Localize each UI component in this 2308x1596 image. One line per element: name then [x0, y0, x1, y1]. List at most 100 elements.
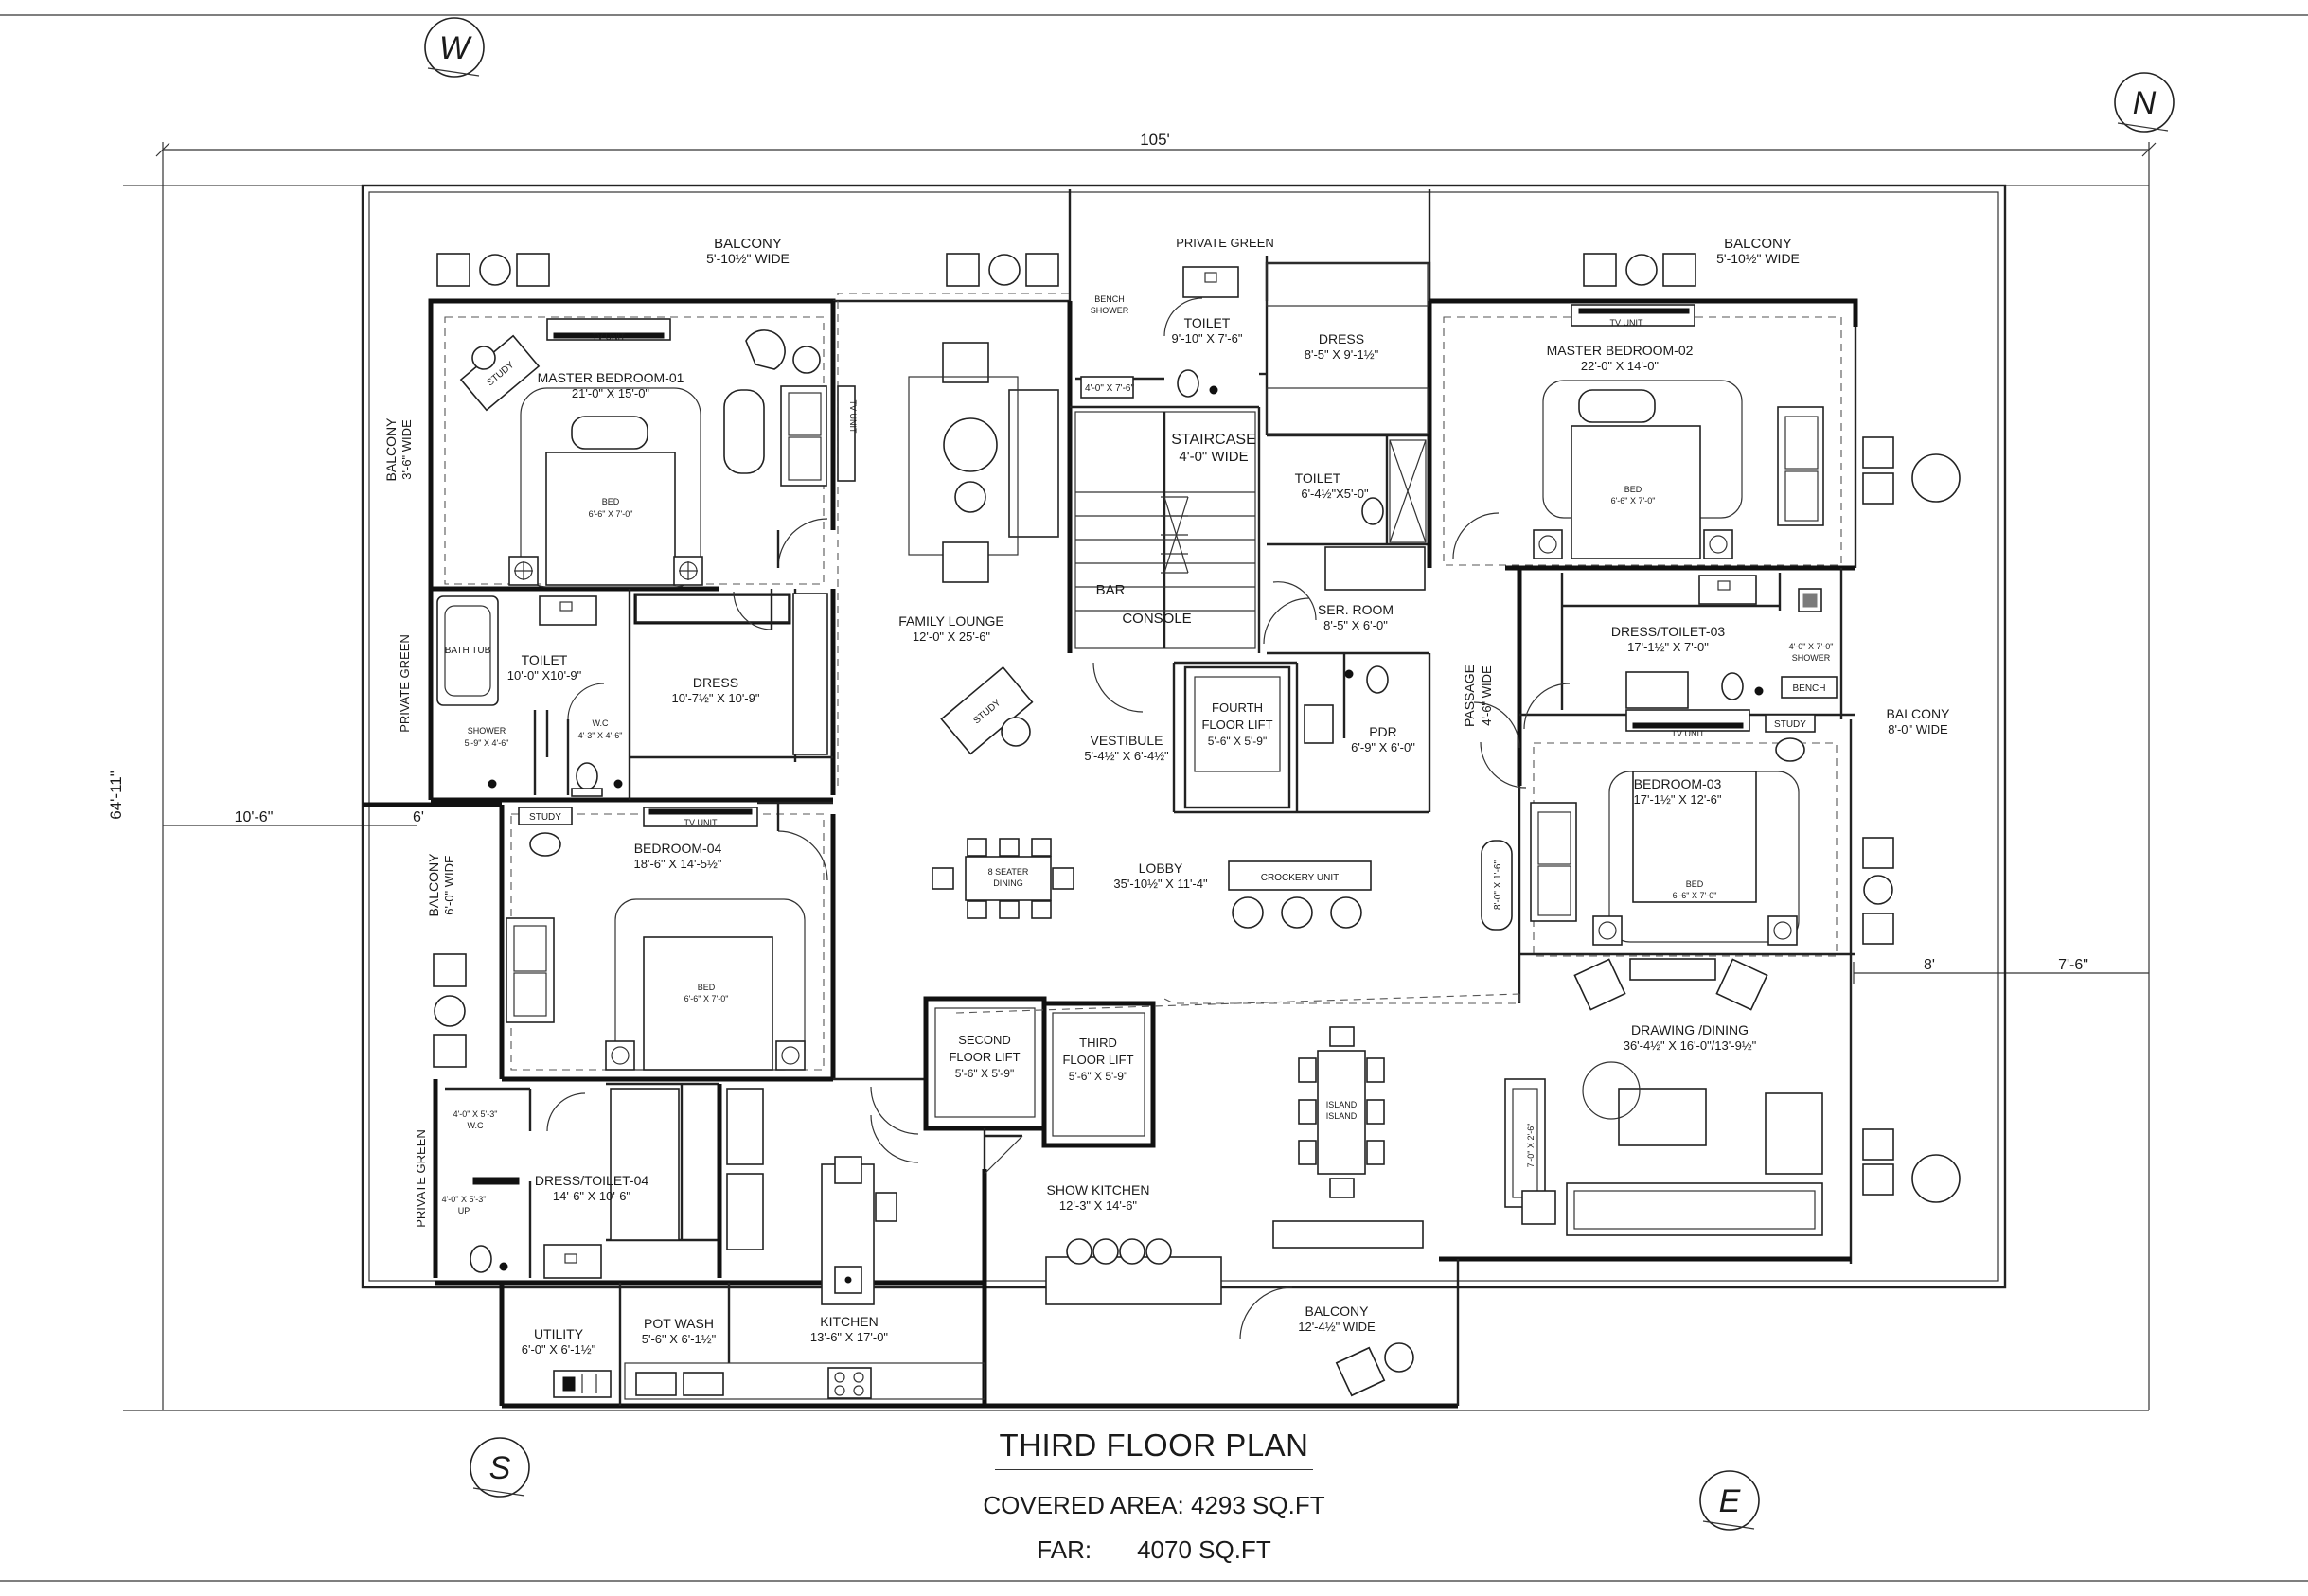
svg-text:POT WASH: POT WASH [644, 1316, 714, 1331]
balcony-seating-mid [946, 253, 1059, 287]
sofas-drawing: 7'-0" X 2'-6" [1504, 1061, 1823, 1236]
study-table-master-01: STUDY [459, 334, 541, 412]
svg-text:UP: UP [458, 1206, 470, 1215]
plan-title-text: THIRD FLOOR PLAN [995, 1428, 1313, 1470]
svg-text:5'-10½" WIDE: 5'-10½" WIDE [706, 251, 790, 266]
sofa-master-02 [1777, 406, 1824, 526]
svg-text:BEDROOM-04: BEDROOM-04 [634, 841, 722, 856]
bar-counter: CROCKERY UNIT [1228, 860, 1372, 929]
dress-01-fixtures [633, 593, 828, 755]
svg-text:8'-5" X 9'-1½": 8'-5" X 9'-1½" [1305, 347, 1379, 362]
dimension-left-offsets: 10'-6" 6' [163, 809, 424, 839]
svg-text:4'-0" X 5'-3": 4'-0" X 5'-3" [442, 1195, 487, 1204]
svg-text:FAMILY LOUNGE: FAMILY LOUNGE [898, 613, 1004, 629]
svg-text:BALCONY: BALCONY [383, 417, 399, 482]
plan-title: THIRD FLOOR PLAN [0, 1428, 2308, 1470]
svg-text:6'-0" WIDE: 6'-0" WIDE [442, 855, 456, 915]
svg-text:6'-6" X 7'-0": 6'-6" X 7'-0" [589, 509, 633, 519]
balcony-right-mid-furniture [1862, 837, 1894, 945]
compass-south-icon: S [470, 1437, 530, 1498]
tv-unit-bedroom-04: STUDY [518, 807, 758, 857]
svg-text:22'-0" X 14'-0": 22'-0" X 14'-0" [1581, 359, 1660, 373]
svg-text:MASTER BEDROOM-01: MASTER BEDROOM-01 [538, 370, 684, 385]
svg-text:17'-1½" X 7'-0": 17'-1½" X 7'-0" [1627, 640, 1709, 654]
svg-text:8'-0" WIDE: 8'-0" WIDE [1888, 722, 1948, 736]
svg-text:PRIVATE GREEN: PRIVATE GREEN [414, 1129, 428, 1228]
svg-text:6'-9" X 6'-0": 6'-9" X 6'-0" [1351, 740, 1415, 754]
svg-text:BENCH: BENCH [1792, 683, 1825, 694]
six-seater-dining: 8 SEATER DINING [932, 838, 1074, 919]
svg-text:FLOOR LIFT: FLOOR LIFT [1201, 718, 1272, 732]
eight-seater-dining: ISLAND ISLAND [1298, 1026, 1385, 1198]
svg-text:4'-0" X 5'-3": 4'-0" X 5'-3" [453, 1109, 498, 1119]
svg-text:TV UNIT: TV UNIT [593, 332, 627, 342]
svg-text:5'-6" X 6'-1½": 5'-6" X 6'-1½" [642, 1332, 717, 1346]
svg-text:12'-3" X 14'-6": 12'-3" X 14'-6" [1059, 1198, 1138, 1213]
tv-unit-master-01-side: TV UNIT [837, 385, 858, 482]
dress-toilet-03-fixtures: BENCH [1625, 575, 1838, 709]
svg-text:SHOWER: SHOWER [1091, 306, 1129, 315]
family-lounge-furniture: STUDY [908, 342, 1059, 755]
covered-area: COVERED AREA: 4293 SQ.FT [983, 1491, 1325, 1519]
balcony-right-top-furniture [1862, 436, 1961, 505]
svg-text:W: W [439, 30, 472, 66]
svg-text:SHOWER: SHOWER [1792, 653, 1831, 663]
svg-text:9'-10" X 7'-6": 9'-10" X 7'-6" [1172, 331, 1243, 346]
bed-master-01: BED 6'-6" X 7'-0" [545, 416, 676, 586]
sofa-bedroom-03 [1530, 802, 1577, 922]
tv-unit-master-02 [1571, 304, 1695, 327]
svg-text:PDR: PDR [1369, 724, 1397, 739]
toilet-top-fixtures: 4'-0" X 7'-6" [1075, 266, 1239, 399]
pdr-fixtures [1304, 665, 1389, 744]
show-kitchen-fixtures [1045, 1220, 1424, 1305]
svg-text:5'-6" X 5'-9": 5'-6" X 5'-9" [1069, 1070, 1127, 1083]
svg-text:12'-0" X 25'-6": 12'-0" X 25'-6" [913, 630, 991, 644]
svg-text:14'-6" X 10'-6": 14'-6" X 10'-6" [553, 1189, 631, 1203]
svg-text:6': 6' [413, 809, 424, 825]
bed-bedroom-03: BED 6'-6" X 7'-0" [1592, 771, 1800, 946]
balcony-bottom-furniture [1239, 1286, 1414, 1397]
svg-text:4'-6" WIDE: 4'-6" WIDE [1480, 665, 1494, 726]
svg-text:6'-6" X 7'-0": 6'-6" X 7'-0" [684, 994, 729, 1003]
svg-text:21'-0" X 15'-0": 21'-0" X 15'-0" [572, 386, 650, 400]
drawing-lounge-chairs [1573, 958, 1768, 1011]
toilet-mid-fixtures [1272, 439, 1427, 621]
svg-text:8'-0" X 1'-6": 8'-0" X 1'-6" [1493, 860, 1503, 911]
svg-text:KITCHEN: KITCHEN [820, 1314, 878, 1329]
svg-text:BALCONY: BALCONY [1305, 1303, 1370, 1319]
svg-text:10'-7½" X 10'-9": 10'-7½" X 10'-9" [672, 691, 760, 705]
svg-text:DRESS: DRESS [693, 675, 738, 690]
compass-north-icon: N [2114, 72, 2175, 133]
svg-text:TV UNIT: TV UNIT [848, 400, 858, 434]
svg-text:12'-4½" WIDE: 12'-4½" WIDE [1298, 1320, 1376, 1334]
svg-text:TOILET: TOILET [1295, 470, 1341, 486]
svg-text:3'-6" WIDE: 3'-6" WIDE [399, 419, 414, 480]
svg-text:DRESS: DRESS [1319, 331, 1364, 346]
svg-text:8'-5" X 6'-0": 8'-5" X 6'-0" [1323, 618, 1388, 632]
staircase: BAR CONSOLE [1074, 411, 1256, 649]
building-walls [363, 189, 1858, 1409]
svg-text:BALCONY: BALCONY [1724, 236, 1792, 252]
svg-text:8': 8' [1924, 957, 1935, 973]
svg-text:STUDY: STUDY [529, 812, 561, 823]
svg-text:TV UNIT: TV UNIT [684, 818, 719, 827]
bed-bedroom-04: BED 6'-6" X 7'-0" [605, 898, 806, 1071]
svg-text:BED: BED [602, 497, 620, 506]
svg-text:PRIVATE GREEN: PRIVATE GREEN [398, 634, 412, 733]
svg-text:CROCKERY UNIT: CROCKERY UNIT [1261, 873, 1339, 883]
svg-text:ISLAND: ISLAND [1326, 1100, 1358, 1109]
bed-master-02: BED 6'-6" X 7'-0" [1533, 380, 1743, 559]
svg-text:ISLAND: ISLAND [1326, 1111, 1358, 1121]
svg-text:S: S [489, 1450, 511, 1486]
room-labels: BALCONY 5'-10½" WIDE PRIVATE GREEN BALCO… [507, 236, 1950, 1357]
svg-text:13'-6" X 17'-0": 13'-6" X 17'-0" [810, 1330, 889, 1344]
svg-text:VESTIBULE: VESTIBULE [1090, 733, 1163, 748]
svg-text:4'-0" WIDE: 4'-0" WIDE [1179, 449, 1248, 465]
svg-text:4'-0" X 7'-6": 4'-0" X 7'-6" [1085, 383, 1135, 394]
kitchen-fixtures [553, 1086, 1023, 1400]
door-swings [733, 512, 1571, 1163]
svg-text:BED: BED [1624, 485, 1642, 494]
far-label: FAR: [1037, 1535, 1092, 1564]
svg-text:BEDROOM-03: BEDROOM-03 [1634, 776, 1722, 791]
svg-text:MASTER BEDROOM-02: MASTER BEDROOM-02 [1547, 343, 1694, 358]
